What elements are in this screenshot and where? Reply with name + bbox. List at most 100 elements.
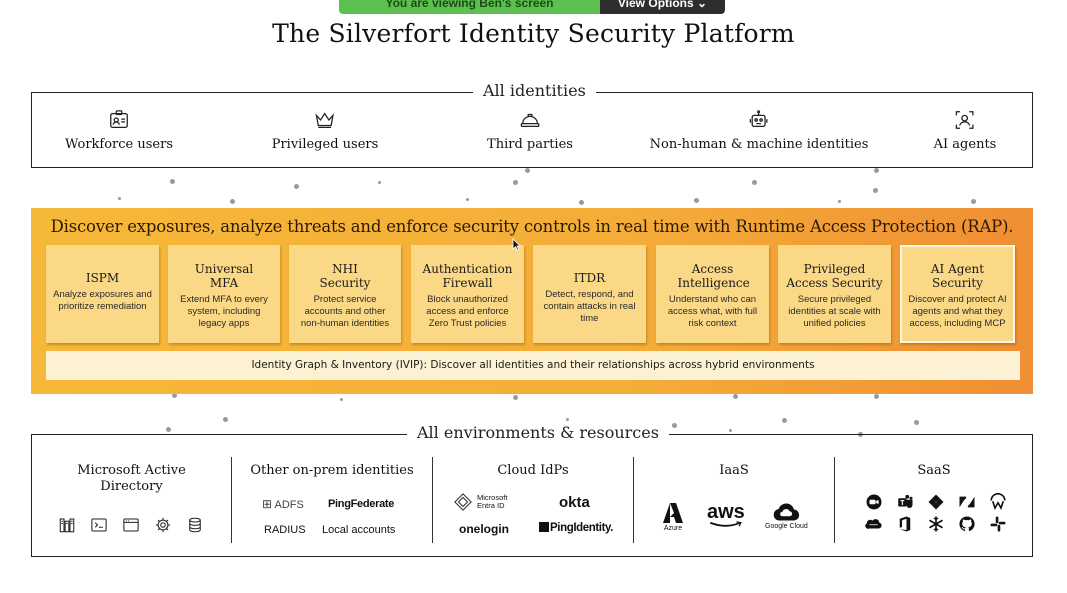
entra-label: Microsoft Entra ID [477,493,508,510]
card-description: Extend MFA to every system, including le… [180,294,268,329]
card-nhi-security[interactable]: NHI Security Protect service accounts an… [289,245,401,343]
ad-icon-row [58,516,204,534]
ai-agent-icon [956,111,974,129]
microsoft-entra-logo: Microsoft Entra ID [453,493,513,511]
environments-box: All environments & resources Microsoft A… [31,423,1033,557]
pingfederate-logo: PingFederate [328,498,395,510]
pingidentity-label: PingIdentity. [550,522,613,534]
view-options-button[interactable]: View Options ⌄ [600,0,725,14]
identity-label: Workforce users [65,137,173,152]
card-access-intelligence[interactable]: Access Intelligence Understand who can a… [656,245,769,343]
identity-privileged-users: Privileged users [271,109,379,152]
snowflake-icon [929,516,943,532]
connector-dot [729,429,732,432]
local-accounts-label: Local accounts [322,524,396,536]
adfs-label: ADFS [274,499,304,511]
card-universal-mfa[interactable]: Universal MFA Extend MFA to every system… [168,245,280,343]
connector-dot [873,188,878,193]
server-icon [59,518,75,533]
connector-dot [752,180,757,185]
connector-dot [513,395,518,400]
windows-icon: ⊞ [262,497,273,511]
connector-dot [466,198,469,201]
google-cloud-label: Google Cloud [765,523,808,530]
connector-dot [525,168,530,173]
card-description: Protect service accounts and other non-h… [300,294,390,329]
robot-icon [750,110,768,128]
env-column-title: Other on-prem identities [250,463,414,478]
rap-headline: Discover exposures, analyze threats and … [50,217,1014,236]
env-column-on-prem: Other on-prem identities ⊞ ADFS PingFede… [232,435,432,556]
env-column-iaas: IaaS Azure aws Google Cloud [634,435,834,556]
azure-logo: Azure [660,501,686,532]
column-divider [432,457,433,543]
card-ispm[interactable]: ISPM Analyze exposures and prioritize re… [46,245,159,343]
card-ai-agent-security[interactable]: AI Agent Security Discover and protect A… [900,245,1015,343]
terminal-icon [91,518,107,532]
window-icon [123,518,139,532]
card-description: Secure privileged identities at scale wi… [788,294,881,329]
card-description: Understand who can access what, with ful… [667,294,758,329]
connector-dot [672,423,677,428]
chevron-down-icon: ⌄ [697,0,708,10]
card-title: NHI Security [319,262,371,290]
connector-dot [874,168,879,173]
pingidentity-square-icon [539,522,549,532]
identity-label: Privileged users [271,137,379,152]
card-title: ISPM [85,271,120,285]
identity-label: Third parties [487,137,573,152]
connector-dot [733,394,738,399]
connector-dot [166,427,171,432]
zendesk-icon [959,496,975,508]
azure-icon [663,503,683,523]
salesforce-icon [865,519,882,529]
connector-dot [223,417,228,422]
card-description: Detect, respond, and contain attacks in … [543,289,636,324]
environments-legend: All environments & resources [407,423,669,442]
azure-label: Azure [663,525,683,532]
connector-dot [230,199,235,204]
pingidentity-logo: PingIdentity. [539,522,613,534]
identity-third-parties: Third parties [487,109,573,152]
connector-dot [579,200,584,205]
connector-dot [170,179,175,184]
card-privileged-access-security[interactable]: Privileged Access Security Secure privil… [778,245,891,343]
radius-label: RADIUS [264,524,306,536]
column-divider [834,457,835,543]
saas-icon-grid [865,493,1009,533]
card-description: Analyze exposures and prioritize remedia… [53,289,152,312]
card-title: Universal MFA [194,262,254,290]
identity-workforce-users: Workforce users [65,109,173,152]
connector-dot [838,200,841,203]
hard-hat-icon [520,113,540,128]
card-title: Privileged Access Security [786,262,883,290]
card-title: Access Intelligence [677,262,750,290]
connector-dot [513,180,518,185]
identity-graph-bar: Identity Graph & Inventory (IVIP): Disco… [46,351,1020,380]
connector-dot [874,394,879,399]
identities-box: All identities Workforce users Privilege… [31,81,1033,168]
connector-dot [914,420,919,425]
okta-logo: okta [559,494,590,511]
card-authentication-firewall[interactable]: Authentication Firewall Block unauthoriz… [411,245,524,343]
page-title: The Silverfort Identity Security Platfor… [272,19,795,48]
connector-dot [118,197,121,200]
view-options-label: View Options [617,0,694,10]
connector-dot [566,418,569,421]
entra-diamond-icon [454,493,472,511]
office-icon [899,516,911,532]
env-column-cloud-idps: Cloud IdPs Microsoft Entra ID okta onelo… [433,435,633,556]
connector-dot [172,393,177,398]
rap-panel: Discover exposures, analyze threats and … [31,208,1033,394]
aws-label: aws [707,501,745,523]
card-itdr[interactable]: ITDR Detect, respond, and contain attack… [533,245,646,343]
share-status-text: You are viewing Ben's screen [339,0,600,14]
aws-smile-icon [709,521,742,527]
connector-dot [782,418,787,423]
env-column-title: Microsoft Active Directory [77,463,186,494]
google-cloud-icon [774,503,800,521]
card-description: Discover and protect AI agents and what … [908,294,1007,329]
identity-ai-agents: AI agents [934,109,996,152]
identities-legend: All identities [473,81,596,100]
card-title: ITDR [573,271,606,285]
